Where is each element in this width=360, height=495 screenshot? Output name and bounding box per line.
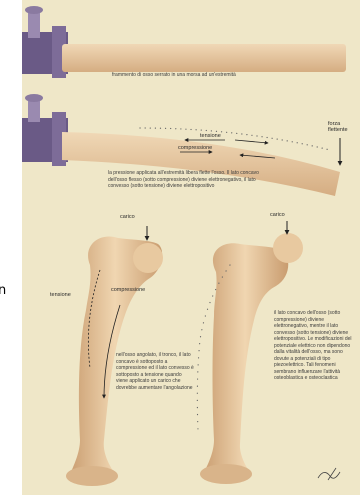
tension-label-panel2: tensione [200, 133, 221, 139]
clamp-top [22, 6, 68, 78]
clamp-middle [22, 94, 68, 166]
femur-left-caption: nell'osso angolato, il tronco, il lato c… [116, 352, 194, 391]
signature-mark [318, 468, 340, 480]
load-label-right: carico [270, 212, 285, 218]
load-label-left: carico [120, 214, 135, 220]
compression-label-panel2: compressione [178, 145, 212, 151]
tension-arrow-2 [235, 140, 268, 143]
femur-right-caption: il lato concavo dell'osso (sotto compres… [274, 310, 352, 382]
panel1-caption: frammento di osso serrato in una morsa a… [112, 72, 332, 79]
panel2-caption: la pressione applicata all'estremità lib… [108, 170, 278, 190]
bending-force-label: forza flettente [328, 121, 358, 133]
compression-label-left: compressione [111, 287, 145, 293]
tension-label-left: tensione [50, 292, 71, 298]
bone-segment-straight [62, 44, 346, 72]
